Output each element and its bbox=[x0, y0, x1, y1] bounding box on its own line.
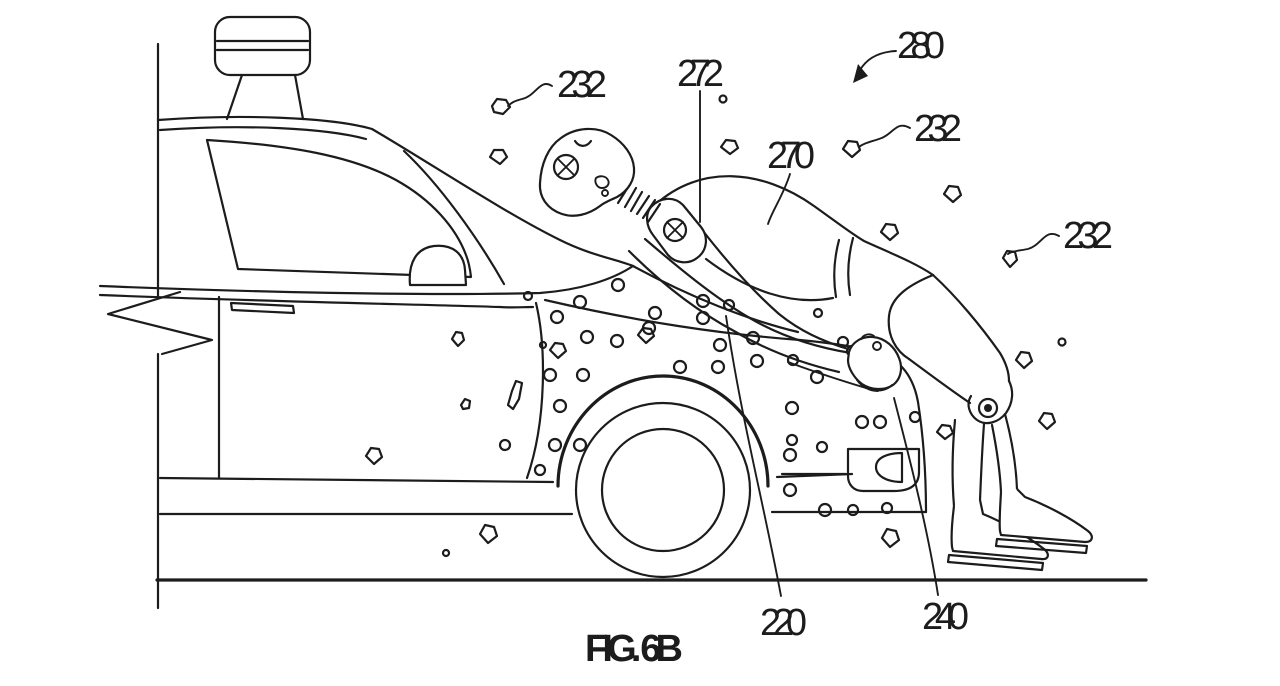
hood-edge bbox=[543, 298, 882, 355]
ref-label-232-top-left: 232 bbox=[557, 64, 607, 106]
dummy-thigh-top bbox=[931, 273, 1011, 383]
dummy-far-arm bbox=[701, 229, 850, 351]
cowl-line bbox=[631, 264, 800, 334]
sensor-dome-bands bbox=[215, 39, 310, 52]
leader-280-arrowhead bbox=[853, 64, 868, 83]
sensor-dome-mount bbox=[225, 73, 305, 121]
crash-test-dummy bbox=[538, 127, 1093, 572]
beltline-lower bbox=[98, 293, 535, 309]
leader-232-right bbox=[1007, 233, 1060, 255]
figure-caption: FIG. 6B bbox=[585, 628, 683, 670]
break-zigzag bbox=[106, 290, 214, 356]
tire bbox=[574, 401, 752, 579]
dummy-torso-belly bbox=[704, 257, 835, 302]
ref-label-232-right: 232 bbox=[1063, 215, 1113, 257]
leader-232-upper-right bbox=[858, 124, 911, 148]
reference-labels: 232 272 280 270 232 232 220 240 FIG. 6B bbox=[557, 25, 1113, 670]
dummy-eye bbox=[573, 139, 593, 147]
shoulder-target-cross bbox=[666, 221, 684, 239]
fog-light bbox=[874, 451, 904, 484]
dummy-thigh-under bbox=[907, 357, 972, 405]
side-window bbox=[205, 138, 473, 279]
debris-particles bbox=[364, 94, 1067, 558]
leader-270 bbox=[767, 173, 791, 225]
fog-light-housing bbox=[846, 447, 921, 493]
leader-lines bbox=[507, 50, 1060, 597]
dummy-front-leg bbox=[990, 412, 1019, 494]
dummy-front-boot bbox=[998, 488, 1093, 544]
dummy-chin-bolt bbox=[601, 189, 609, 197]
ref-label-272: 272 bbox=[677, 53, 724, 95]
dummy-rear-leg bbox=[951, 418, 986, 508]
knee-joint-pin bbox=[984, 404, 992, 412]
dummy-mouth bbox=[594, 175, 610, 189]
wheel-rim bbox=[600, 427, 726, 553]
leader-280-arrow-shaft bbox=[859, 50, 897, 71]
roof-inner-line bbox=[158, 126, 368, 141]
door-handle bbox=[229, 301, 296, 315]
roof-sensor-dome bbox=[213, 15, 312, 121]
ref-label-280: 280 bbox=[897, 25, 945, 67]
head-target-cross bbox=[557, 158, 575, 176]
ref-label-240: 240 bbox=[922, 596, 969, 638]
ref-label-232-upper-right: 232 bbox=[914, 108, 962, 150]
dummy-hand-knuckles bbox=[860, 333, 875, 340]
dummy-hand bbox=[846, 335, 903, 391]
beltline-upper bbox=[98, 264, 635, 296]
adhesive-dots bbox=[498, 277, 922, 518]
roof-line bbox=[156, 115, 635, 268]
dummy-kneecap bbox=[967, 379, 1014, 425]
dummy-hand-fingers bbox=[856, 379, 893, 392]
dummy-arm-upper-edge bbox=[643, 237, 853, 355]
car-outline bbox=[98, 42, 1148, 610]
side-mirror bbox=[408, 244, 468, 287]
a-pillar-line bbox=[402, 149, 506, 286]
door-bottom-line bbox=[158, 476, 555, 484]
leader-232-top-left bbox=[507, 83, 553, 107]
leader-240 bbox=[893, 397, 939, 596]
dummy-head bbox=[538, 127, 636, 217]
sensor-dome-housing bbox=[213, 15, 312, 77]
dummy-rear-boot-sole bbox=[946, 553, 1045, 572]
dummy-front-boot-sole bbox=[994, 537, 1089, 555]
dummy-waist-seam bbox=[833, 236, 855, 299]
leader-220 bbox=[725, 315, 782, 597]
ref-label-270: 270 bbox=[767, 135, 815, 177]
front-door-seam bbox=[525, 301, 545, 480]
dummy-hip bbox=[887, 273, 935, 361]
ref-label-220: 220 bbox=[760, 602, 807, 644]
dummy-arm-lower-edge bbox=[627, 249, 841, 374]
wheel-arch bbox=[556, 374, 770, 488]
fender-crease bbox=[787, 361, 867, 389]
dummy-hand-joint bbox=[872, 341, 882, 351]
dummy-torso-back bbox=[653, 175, 935, 277]
front-wheel bbox=[556, 374, 770, 579]
